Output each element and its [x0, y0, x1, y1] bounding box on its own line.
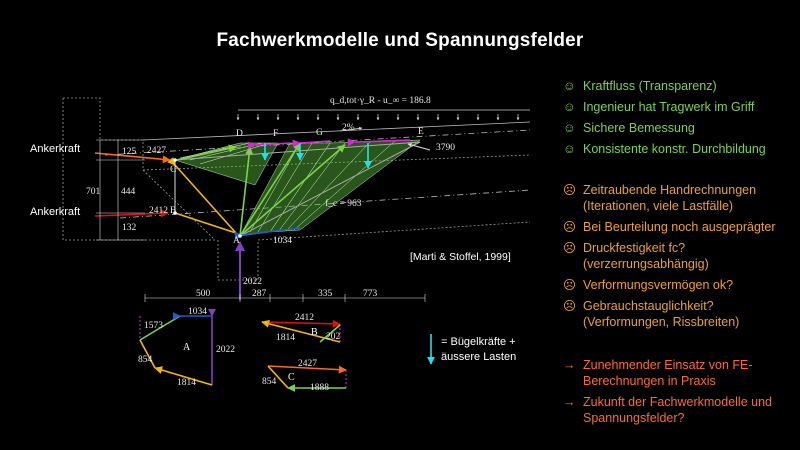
node-G: G — [316, 128, 323, 138]
dim-287: 287 — [252, 289, 267, 299]
anchor-label-bottom: Ankerkraft — [30, 206, 81, 218]
node-D: D — [236, 129, 243, 139]
force-3790: 3790 — [436, 143, 455, 153]
node-A: A — [233, 236, 240, 246]
node-B: B — [170, 206, 176, 216]
citation: [Marti & Stoffel, 1999] — [410, 251, 511, 263]
force-2412: 2412 — [149, 206, 168, 216]
page-title: Fachwerkmodelle und Spannungsfelder — [216, 30, 584, 51]
force-polygon-C — [267, 365, 347, 392]
con-item: ☹Zeitraubende Handrechnungen(Iterationen… — [563, 183, 757, 213]
poly-C-2427: 2427 — [298, 359, 317, 369]
dimension-lines-left — [96, 139, 145, 241]
force-2022: 2022 — [243, 277, 262, 287]
distributed-load — [236, 109, 530, 121]
con-item: ☹Verformungsvermögen ok? — [563, 278, 734, 292]
smile-icon: ☺ — [563, 79, 576, 93]
con-item: ☹Gebrauchstauglichkeit?(Verformungen, Ri… — [563, 299, 740, 329]
node-E: E — [418, 127, 424, 137]
poly-B-label: B — [311, 327, 318, 338]
poly-A-2022: 2022 — [216, 345, 235, 355]
dim-773: 773 — [363, 289, 378, 299]
smile-icon: ☺ — [563, 121, 576, 135]
dimension-lines-bottom — [144, 294, 426, 302]
dim-132: 132 — [122, 223, 137, 233]
force-2427: 2427 — [147, 146, 166, 156]
smile-icon: ☺ — [563, 100, 576, 114]
truss-members — [94, 126, 431, 300]
frown-icon: ☹ — [563, 241, 577, 255]
poly-A-1034: 1034 — [188, 307, 207, 317]
pro-item: ☺Sichere Bemessung — [563, 121, 695, 135]
poly-B-1814: 1814 — [276, 333, 295, 343]
slope-label: 2% — [342, 123, 355, 133]
poly-C-1888: 1888 — [310, 383, 329, 393]
pro-item: ☺Kraftfluss (Transparenz) — [563, 79, 717, 93]
force-polygon-B — [261, 319, 341, 343]
dim-701: 701 — [86, 187, 101, 197]
pro-item: ☺Konsistente konstr. Durchbildung — [563, 142, 766, 156]
poly-A-854: 854 — [138, 355, 153, 365]
poly-A-1814: 1814 — [177, 378, 196, 388]
dim-335: 335 — [318, 289, 333, 299]
poly-A-1573: 1573 — [144, 321, 163, 331]
poly-B-2412: 2412 — [295, 313, 314, 323]
frown-icon: ☹ — [563, 220, 577, 234]
anchor-label-top: Ankerkraft — [30, 143, 81, 155]
fc-label: f_c = 963 — [325, 198, 362, 209]
frown-icon: ☹ — [563, 299, 577, 313]
legend-text-1: = Bügelkräfte + — [441, 336, 516, 348]
smile-icon: ☺ — [563, 142, 576, 156]
con-item: ☹Druckfestigkeit fc?(verzerrungsabhängig… — [563, 241, 709, 271]
poly-B-202: 202 — [326, 332, 341, 342]
force-polygon-A — [139, 308, 216, 386]
stress-fields — [174, 139, 421, 237]
node-C: C — [170, 165, 176, 175]
dim-125: 125 — [122, 147, 137, 157]
load-label: q_d,tot·γ_R - u_∞ = 186.8 — [330, 96, 431, 106]
frown-icon: ☹ — [563, 278, 577, 292]
frown-icon: ☹ — [563, 183, 577, 197]
dim-444: 444 — [121, 187, 136, 197]
dim-500: 500 — [196, 289, 211, 299]
force-1034: 1034 — [273, 236, 292, 246]
poly-C-label: C — [288, 372, 295, 383]
poly-C-854: 854 — [262, 377, 277, 387]
truss-nodes — [173, 158, 242, 238]
legend-text-2: äussere Lasten — [441, 351, 517, 363]
node-F: F — [273, 129, 278, 139]
pro-item: ☺Ingenieur hat Tragwerk im Griff — [563, 100, 755, 114]
arrow-right-icon: → — [563, 395, 576, 409]
poly-A-label: A — [183, 342, 191, 353]
trend-item: →Zunehmender Einsatz von FE-Berechnungen… — [563, 358, 753, 388]
arrow-right-icon: → — [563, 358, 576, 372]
con-item: ☹Bei Beurteilung noch ausgeprägter — [563, 220, 776, 234]
